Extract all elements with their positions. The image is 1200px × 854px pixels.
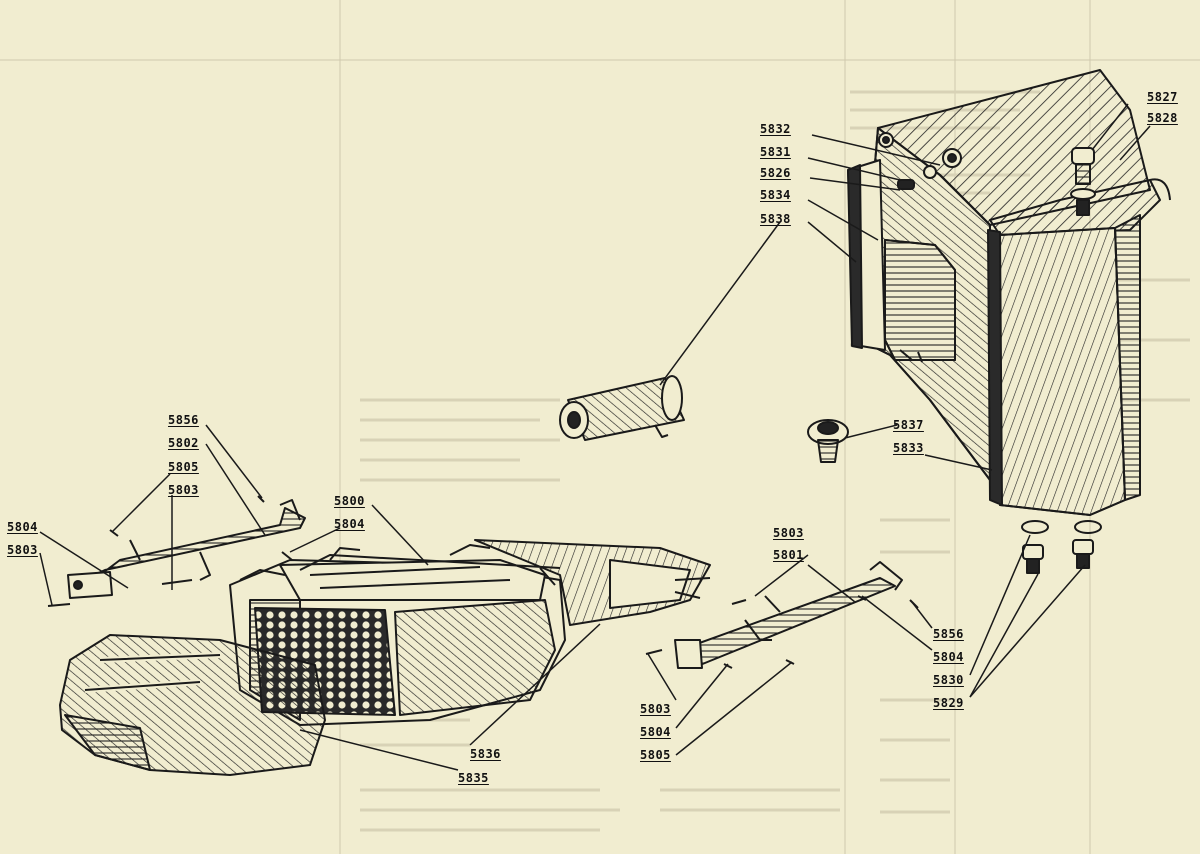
callout-5856-left: 5856 [168, 413, 199, 427]
callout-5804-left: 5804 [7, 520, 38, 534]
tank-assembly [847, 69, 1151, 481]
callout-5829: 5829 [933, 696, 964, 710]
callout-5835: 5835 [458, 771, 489, 785]
radiator-shroud [474, 539, 711, 626]
leader-lines [39, 103, 1151, 771]
callout-5831: 5831 [760, 145, 791, 159]
callout-5828: 5828 [1147, 111, 1178, 125]
left-bracket [47, 495, 306, 607]
fitting-pair [1022, 539, 1094, 574]
callout-5803-right: 5803 [773, 526, 804, 540]
callout-5801: 5801 [773, 548, 804, 562]
callout-5826: 5826 [760, 166, 791, 180]
callout-5837: 5837 [893, 418, 924, 432]
callout-5833: 5833 [893, 441, 924, 455]
callout-5834: 5834 [760, 188, 791, 202]
callout-5838: 5838 [760, 212, 791, 226]
callout-5830: 5830 [933, 673, 964, 687]
callout-5800: 5800 [334, 494, 365, 508]
callout-5827: 5827 [1147, 90, 1178, 104]
right-bracket [645, 561, 919, 669]
callout-5802: 5802 [168, 436, 199, 450]
callout-5804-bottom: 5804 [640, 725, 671, 739]
callout-5804-center: 5804 [334, 517, 365, 531]
callout-5804-right: 5804 [933, 650, 964, 664]
callout-5805-left: 5805 [168, 460, 199, 474]
air-scoop [59, 634, 326, 776]
callout-5803-left-top: 5803 [168, 483, 199, 497]
callout-5803-bottom: 5803 [640, 702, 671, 716]
callout-5832: 5832 [760, 122, 791, 136]
callout-5836: 5836 [470, 747, 501, 761]
callout-5856-right: 5856 [933, 627, 964, 641]
callout-5803-left: 5803 [7, 543, 38, 557]
callout-5805-bottom: 5805 [640, 748, 671, 762]
auxiliary-tank [987, 147, 1171, 534]
valve-part [807, 419, 849, 463]
cylinder-part [559, 375, 685, 441]
